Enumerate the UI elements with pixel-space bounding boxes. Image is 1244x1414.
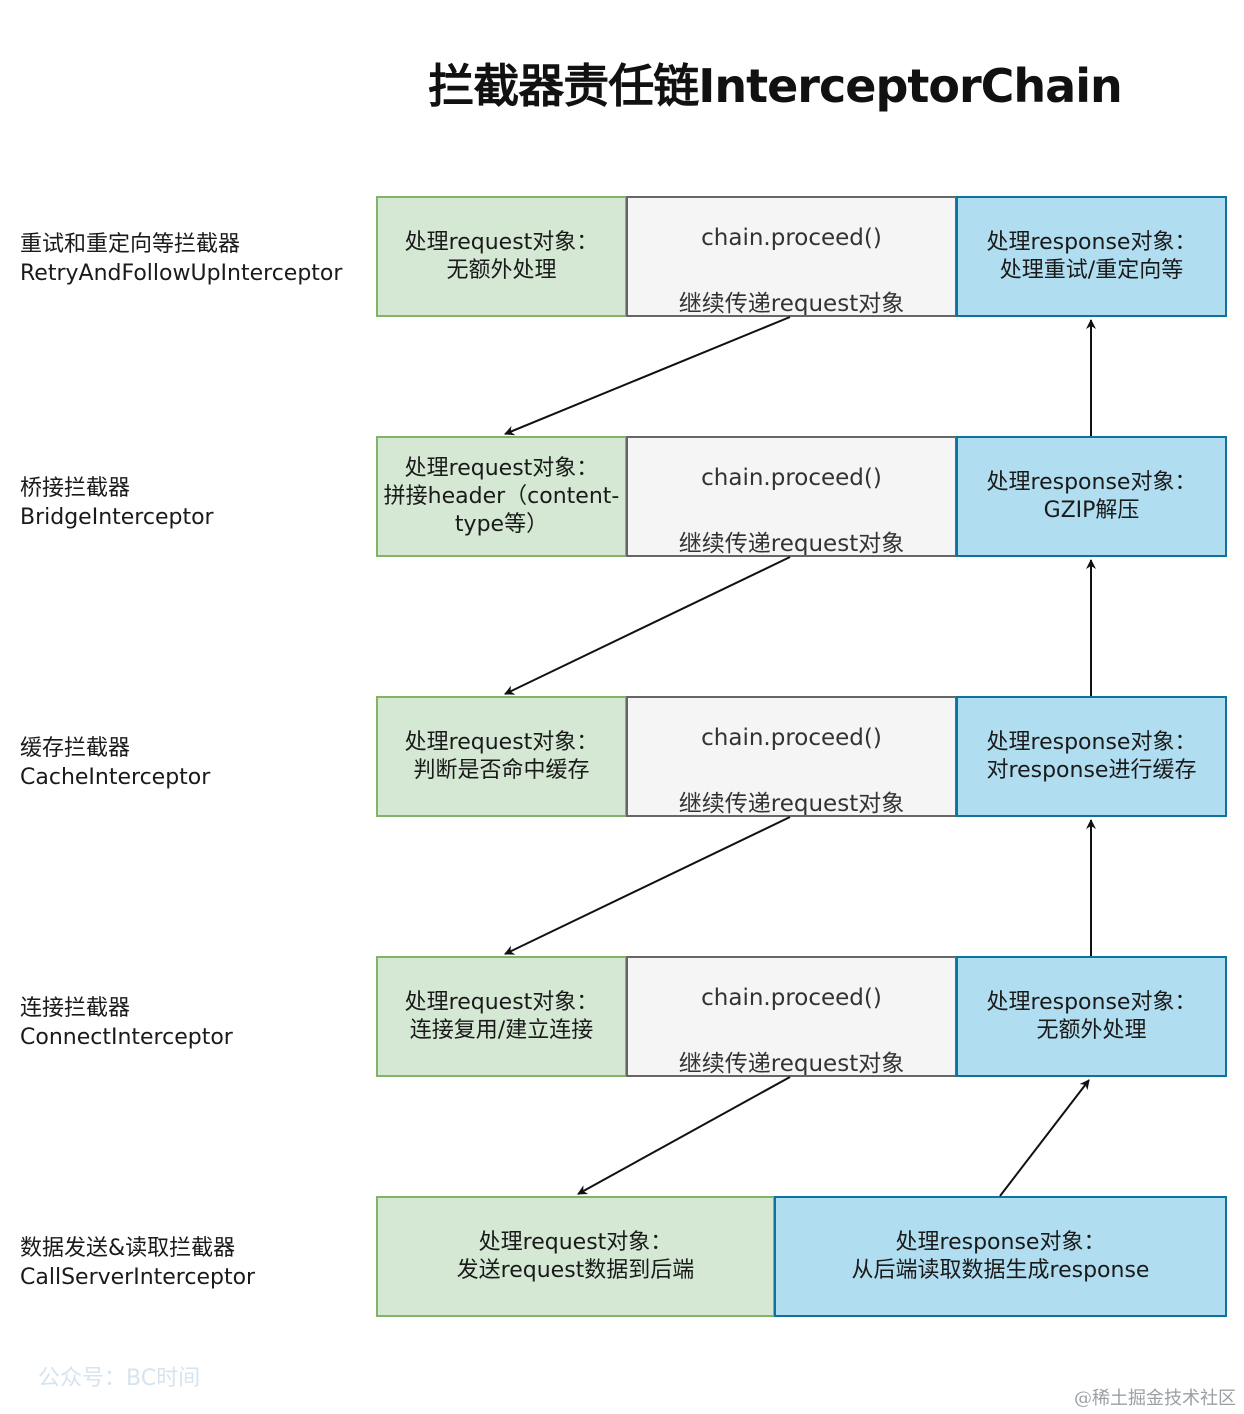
request-box-line: 无额外处理: [446, 257, 557, 283]
proceed-box-retry: chain.proceed() 继续传递request对象: [626, 196, 957, 317]
response-box-cache: 处理response对象： 对response进行缓存: [956, 696, 1227, 817]
response-box-retry: 处理response对象： 处理重试/重定向等: [956, 196, 1227, 317]
request-box-line: 处理request对象：: [404, 729, 599, 755]
response-box-bridge: 处理response对象： GZIP解压: [956, 436, 1227, 557]
request-flow-arrow: [504, 316, 791, 436]
request-box-line: 发送request数据到后端: [456, 1257, 695, 1283]
row-label-cn: 桥接拦截器: [20, 476, 131, 501]
request-box-line: 连接复用/建立连接: [409, 1017, 594, 1043]
row-label-callserver: 数据发送&读取拦截器 CallServerInterceptor: [20, 1234, 255, 1292]
request-box-line: 处理request对象：: [404, 989, 599, 1015]
request-flow-arrow: [504, 556, 791, 695]
response-box-line: GZIP解压: [1043, 497, 1140, 523]
request-box-bridge: 处理request对象： 拼接header（content- type等）: [376, 436, 627, 557]
request-box-line: 拼接header（content-: [383, 483, 620, 509]
proceed-box-connect: chain.proceed() 继续传递request对象: [626, 956, 957, 1077]
request-box-line: 处理request对象：: [404, 455, 599, 481]
response-box-line: 从后端读取数据生成response: [851, 1257, 1150, 1283]
row-label-bridge: 桥接拦截器 BridgeInterceptor: [20, 474, 214, 532]
response-box-line: 处理重试/重定向等: [999, 257, 1184, 283]
row-label-cn: 缓存拦截器: [20, 736, 131, 761]
request-box-callserver: 处理request对象： 发送request数据到后端: [376, 1196, 775, 1317]
response-box-callserver: 处理response对象： 从后端读取数据生成response: [774, 1196, 1227, 1317]
proceed-call-text: chain.proceed(): [701, 725, 882, 751]
request-flow-arrow: [504, 816, 791, 955]
proceed-call-text: chain.proceed(): [701, 225, 882, 251]
response-box-line: 处理response对象：: [986, 989, 1197, 1015]
row-label-retry: 重试和重定向等拦截器 RetryAndFollowUpInterceptor: [20, 230, 342, 288]
response-box-line: 对response进行缓存: [986, 757, 1197, 783]
proceed-box-bridge: chain.proceed() 继续传递request对象: [626, 436, 957, 557]
proceed-box-cache: chain.proceed() 继续传递request对象: [626, 696, 957, 817]
proceed-pass-text: 继续传递request对象: [678, 291, 905, 317]
watermark-left: 公众号：BC时间: [38, 1366, 201, 1391]
row-label-cn: 重试和重定向等拦截器: [20, 232, 241, 257]
watermark-right: @稀土掘金技术社区: [1074, 1388, 1236, 1409]
request-flow-arrow: [577, 1076, 791, 1195]
request-box-connect: 处理request对象： 连接复用/建立连接: [376, 956, 627, 1077]
proceed-call-text: chain.proceed(): [701, 985, 882, 1011]
row-label-en: CacheInterceptor: [20, 765, 211, 790]
request-box-cache: 处理request对象： 判断是否命中缓存: [376, 696, 627, 817]
row-label-en: ConnectInterceptor: [20, 1025, 233, 1050]
row-label-cn: 连接拦截器: [20, 996, 131, 1021]
row-label-en: CallServerInterceptor: [20, 1265, 256, 1290]
request-box-line: 处理request对象：: [404, 229, 599, 255]
proceed-pass-text: 继续传递request对象: [678, 791, 905, 817]
request-box-line: 处理request对象：: [478, 1229, 673, 1255]
request-box-line: 判断是否命中缓存: [413, 757, 590, 783]
response-flow-arrow: [999, 1079, 1090, 1197]
response-box-line: 处理response对象：: [895, 1229, 1106, 1255]
proceed-pass-text: 继续传递request对象: [678, 531, 905, 557]
row-label-cache: 缓存拦截器 CacheInterceptor: [20, 734, 210, 792]
proceed-pass-text: 继续传递request对象: [678, 1051, 905, 1077]
response-box-line: 处理response对象：: [986, 229, 1197, 255]
request-box-line: type等）: [454, 511, 549, 537]
response-box-line: 处理response对象：: [986, 469, 1197, 495]
response-box-connect: 处理response对象： 无额外处理: [956, 956, 1227, 1077]
response-box-line: 处理response对象：: [986, 729, 1197, 755]
diagram-title: 拦截器责任链InterceptorChain: [428, 59, 1122, 113]
row-label-cn: 数据发送&读取拦截器: [20, 1236, 236, 1261]
row-label-en: RetryAndFollowUpInterceptor: [20, 261, 343, 286]
request-box-retry: 处理request对象： 无额外处理: [376, 196, 627, 317]
row-label-connect: 连接拦截器 ConnectInterceptor: [20, 994, 233, 1052]
proceed-call-text: chain.proceed(): [701, 465, 882, 491]
row-label-en: BridgeInterceptor: [20, 505, 214, 530]
response-box-line: 无额外处理: [1036, 1017, 1147, 1043]
